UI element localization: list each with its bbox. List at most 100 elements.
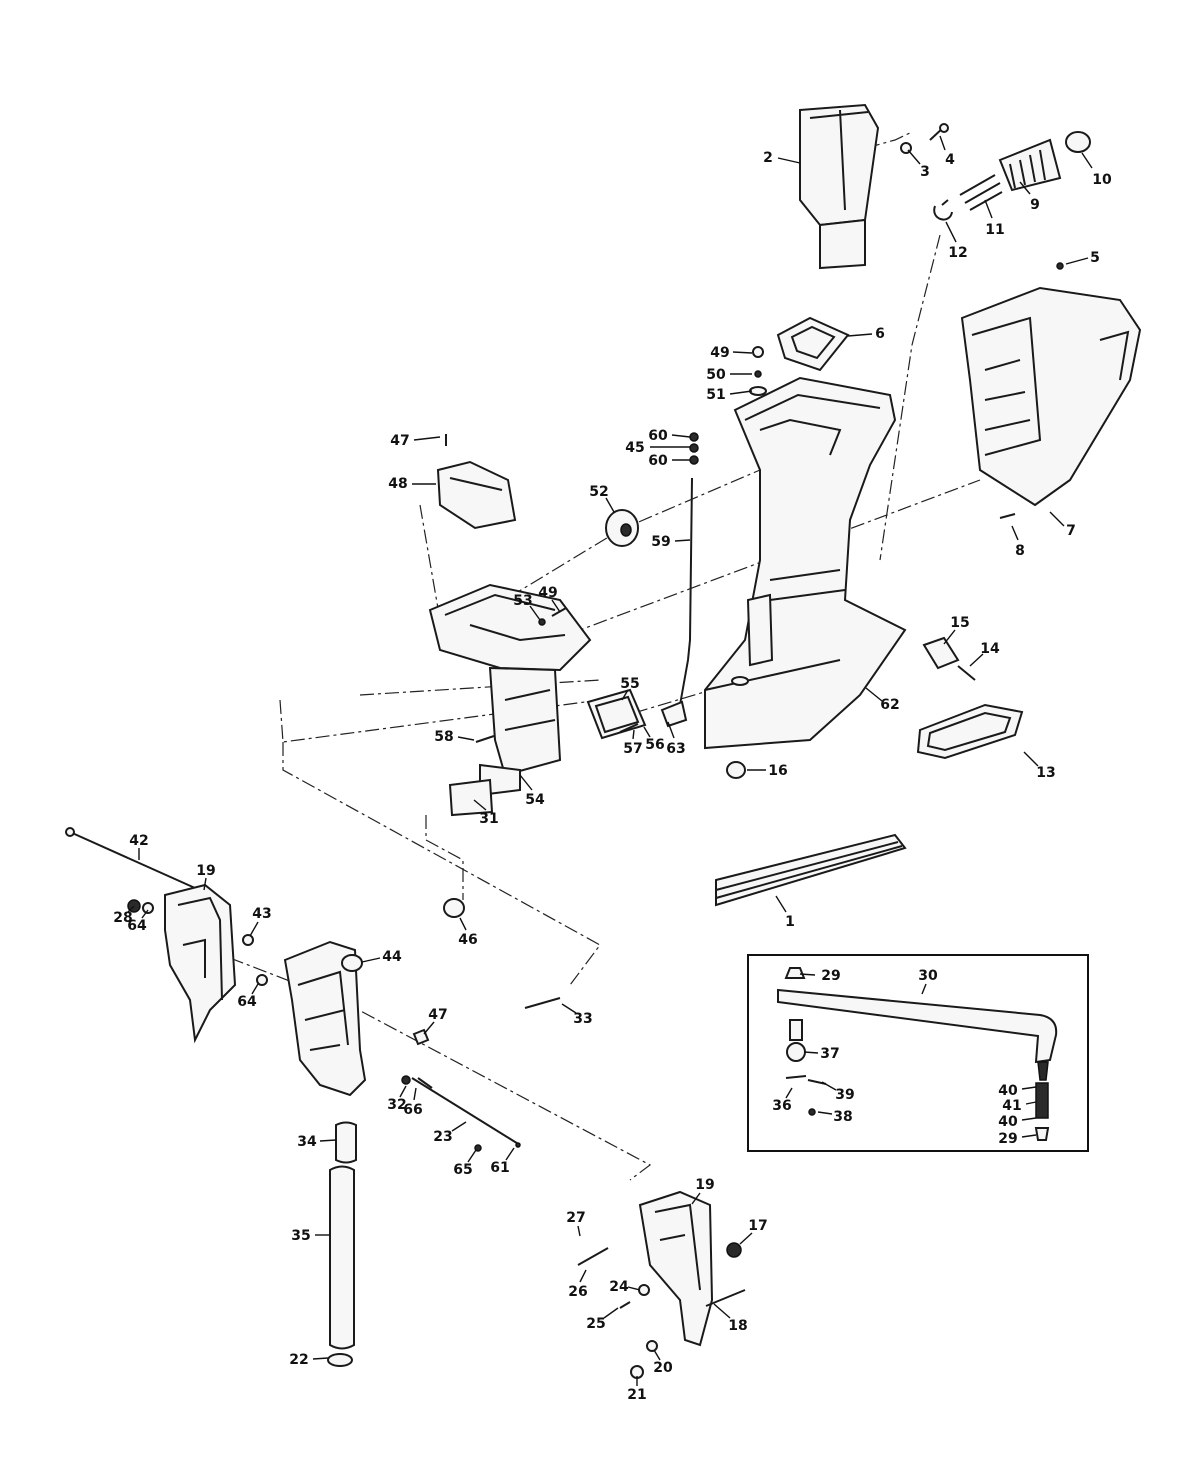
leader-line-c66	[413, 1087, 417, 1101]
part-callout-c39: 39	[835, 1087, 854, 1103]
leader-line-c18	[713, 1303, 731, 1319]
leader-line-c31	[473, 799, 487, 811]
part-callout-c25: 25	[586, 1316, 605, 1332]
leader-line-c43	[249, 921, 259, 937]
part-callout-c55: 55	[620, 676, 639, 692]
part-callout-c22: 22	[289, 1352, 308, 1368]
leader-line-c52	[605, 497, 615, 513]
leader-line-c26	[579, 1269, 587, 1283]
part-callout-c50: 50	[706, 367, 726, 383]
part-callout-c31: 31	[479, 811, 498, 827]
leader-line-c5	[1065, 257, 1089, 265]
part-callout-c29a: 29	[821, 968, 840, 984]
nut-part-17	[726, 1242, 742, 1258]
leader-line-c40b	[1021, 1117, 1037, 1121]
leader-line-c27	[577, 1225, 581, 1237]
leader-line-c6	[847, 333, 873, 337]
part-callout-c62: 62	[880, 697, 899, 713]
drive-shaft-housing-cover-part-7	[960, 286, 1142, 507]
part-callout-c17: 17	[748, 1218, 767, 1234]
leader-line-c14	[969, 653, 984, 667]
thumb-screw-part-26	[577, 1247, 609, 1266]
leader-line-c36	[785, 1087, 793, 1099]
part-callout-c49b: 49	[538, 585, 557, 601]
part-callout-c20: 20	[653, 1360, 673, 1376]
shift-rod-part-59	[660, 477, 693, 728]
leader-line-c49b	[551, 599, 561, 613]
part-callout-c8: 8	[1015, 543, 1025, 559]
leader-line-c55	[621, 689, 629, 701]
part-callout-c32: 32	[387, 1097, 406, 1113]
adapter-plate-part-54	[428, 583, 592, 817]
nut-part-53	[538, 618, 546, 626]
part-callout-c41: 41	[1002, 1098, 1021, 1114]
part-callout-c28: 28	[113, 910, 132, 926]
leader-line-c64b	[251, 983, 259, 995]
plate-part-55	[586, 688, 647, 740]
shift-boot-assembly	[933, 131, 1091, 221]
clamp-bracket-right-part-19	[638, 1190, 714, 1347]
leader-line-c22	[312, 1357, 329, 1360]
small-nuts-60-45	[689, 346, 767, 465]
leader-line-c8	[1011, 525, 1019, 541]
part-callout-c46: 46	[458, 932, 477, 948]
part-callout-c60a: 60	[648, 428, 668, 444]
part-callout-c14: 14	[980, 641, 1000, 657]
leader-line-c12	[945, 221, 957, 243]
part-callout-c7: 7	[1066, 523, 1076, 539]
part-callout-c30: 30	[918, 968, 938, 984]
part-callout-c64b: 64	[237, 994, 257, 1010]
screw-part-5	[1056, 262, 1064, 270]
drive-shaft-housing-center	[704, 376, 907, 750]
bolt-part-18	[705, 1289, 746, 1307]
leader-line-c9	[1019, 181, 1031, 195]
part-callout-c26: 26	[568, 1284, 587, 1300]
tiller-inset	[747, 954, 1089, 1152]
leader-line-c30	[921, 983, 927, 995]
part-callout-c37: 37	[820, 1046, 839, 1062]
leader-line-c56	[643, 726, 651, 738]
leader-line-c11	[984, 199, 993, 219]
part-callout-c24: 24	[609, 1279, 629, 1295]
part-callout-c42: 42	[129, 833, 148, 849]
leader-line-c24	[627, 1286, 641, 1291]
part-callout-c16: 16	[768, 763, 787, 779]
part-callout-c9: 9	[1030, 197, 1040, 213]
leader-line-c40a	[1021, 1086, 1037, 1090]
part-callout-c59: 59	[651, 534, 670, 550]
part-callout-c65: 65	[453, 1162, 472, 1178]
leader-line-c1	[775, 895, 787, 913]
leader-line-c32	[399, 1085, 407, 1098]
leader-line-c58	[457, 736, 475, 741]
part-callout-c47a: 47	[390, 433, 409, 449]
part-callout-c60b: 60	[648, 453, 668, 469]
leader-line-c63	[667, 721, 675, 739]
washer-part-43	[242, 934, 254, 946]
part-callout-c1: 1	[785, 914, 795, 930]
leader-line-c60a	[671, 434, 691, 438]
part-callout-c64a: 64	[127, 918, 147, 934]
rubber-mount-part-15	[922, 636, 976, 681]
leader-line-c41	[1025, 1101, 1037, 1105]
leader-line-c7	[1049, 511, 1065, 527]
part-callout-c34: 34	[297, 1134, 317, 1150]
screw-part-58	[475, 735, 495, 743]
part-callout-c27: 27	[566, 1210, 585, 1226]
part-callout-c54: 54	[525, 792, 545, 808]
leader-line-c59	[674, 539, 691, 542]
leader-line-c20	[653, 1349, 661, 1361]
part-callout-c23: 23	[433, 1129, 452, 1145]
leader-line-c10	[1081, 152, 1093, 169]
leader-line-c13	[1023, 751, 1039, 767]
washer-part-24	[638, 1284, 650, 1296]
leader-line-c61	[505, 1147, 515, 1161]
cover-part-48	[436, 460, 517, 530]
part-callout-c6: 6	[875, 326, 885, 342]
part-callout-c49a: 49	[710, 345, 729, 361]
leader-line-c34	[319, 1139, 337, 1142]
part-callout-c61: 61	[490, 1160, 509, 1176]
leader-line-c25	[603, 1307, 619, 1319]
washer-part-46	[443, 898, 465, 918]
